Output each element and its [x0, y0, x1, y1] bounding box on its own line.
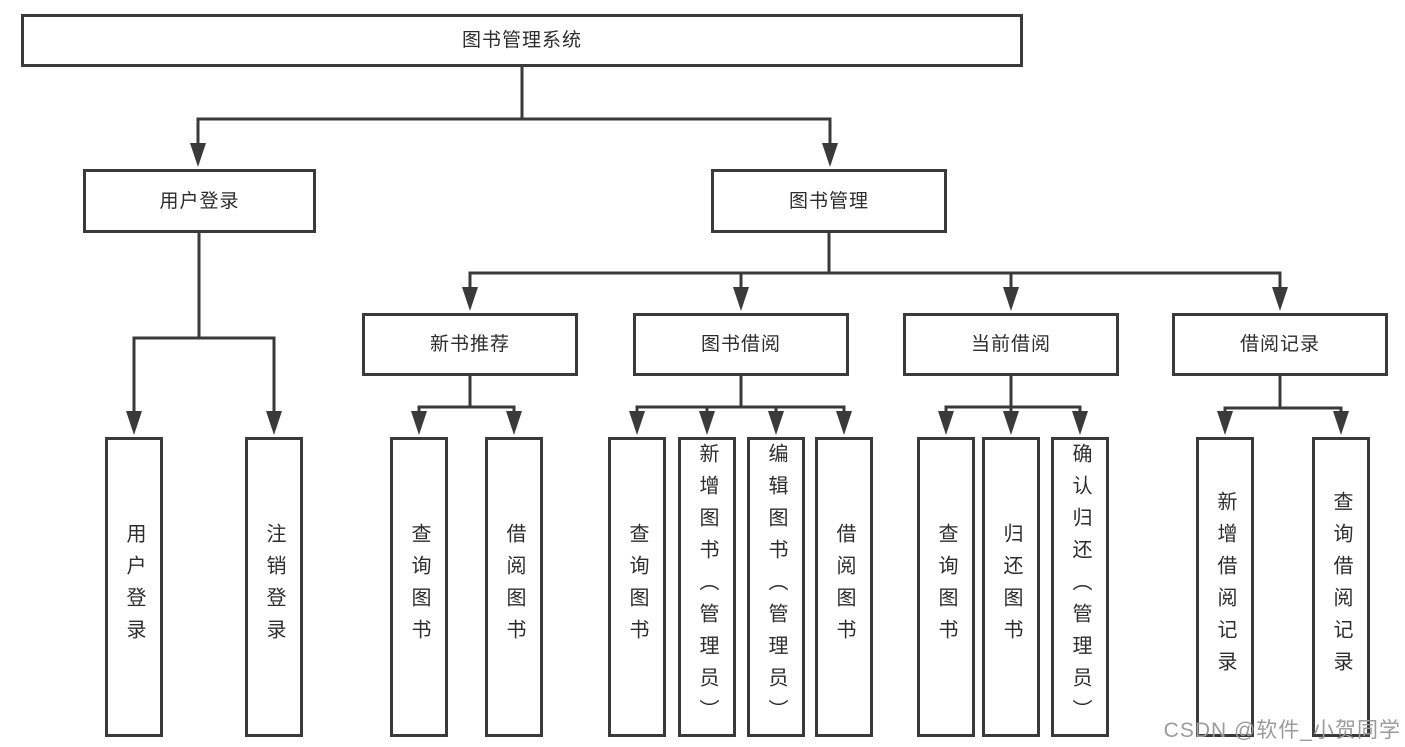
node-root: 图书管理系统	[21, 14, 1023, 67]
watermark: CSDN @软件_小贺同学	[1163, 719, 1401, 742]
node-borrow-records: 借阅记录	[1172, 313, 1388, 376]
leaf-borrow-books-borrow: 借阅图书	[815, 437, 873, 737]
leaf-add-books-admin: 新增图书（管理员）	[678, 437, 736, 737]
leaf-user-login: 用户登录	[105, 437, 163, 737]
node-book-borrowing: 图书借阅	[633, 313, 849, 376]
leaf-logout: 注销登录	[245, 437, 303, 737]
leaf-query-books-borrow: 查询图书	[608, 437, 666, 737]
leaf-add-borrow-record: 新增借阅记录	[1196, 437, 1254, 737]
leaf-return-books: 归还图书	[982, 437, 1040, 737]
leaf-query-books-current: 查询图书	[917, 437, 975, 737]
node-book-management: 图书管理	[711, 169, 947, 233]
node-current-borrowing: 当前借阅	[903, 313, 1119, 376]
arrowheads	[126, 143, 1349, 435]
node-user-login: 用户登录	[83, 169, 316, 233]
leaf-query-borrow-record: 查询借阅记录	[1312, 437, 1370, 737]
leaf-borrow-books-recommend: 借阅图书	[485, 437, 543, 737]
node-new-book-recommendation: 新书推荐	[362, 313, 578, 376]
leaf-query-books-recommend: 查询图书	[390, 437, 448, 737]
leaf-edit-books-admin: 编辑图书（管理员）	[747, 437, 805, 737]
leaf-confirm-return-admin: 确认归还（管理员）	[1051, 437, 1109, 737]
